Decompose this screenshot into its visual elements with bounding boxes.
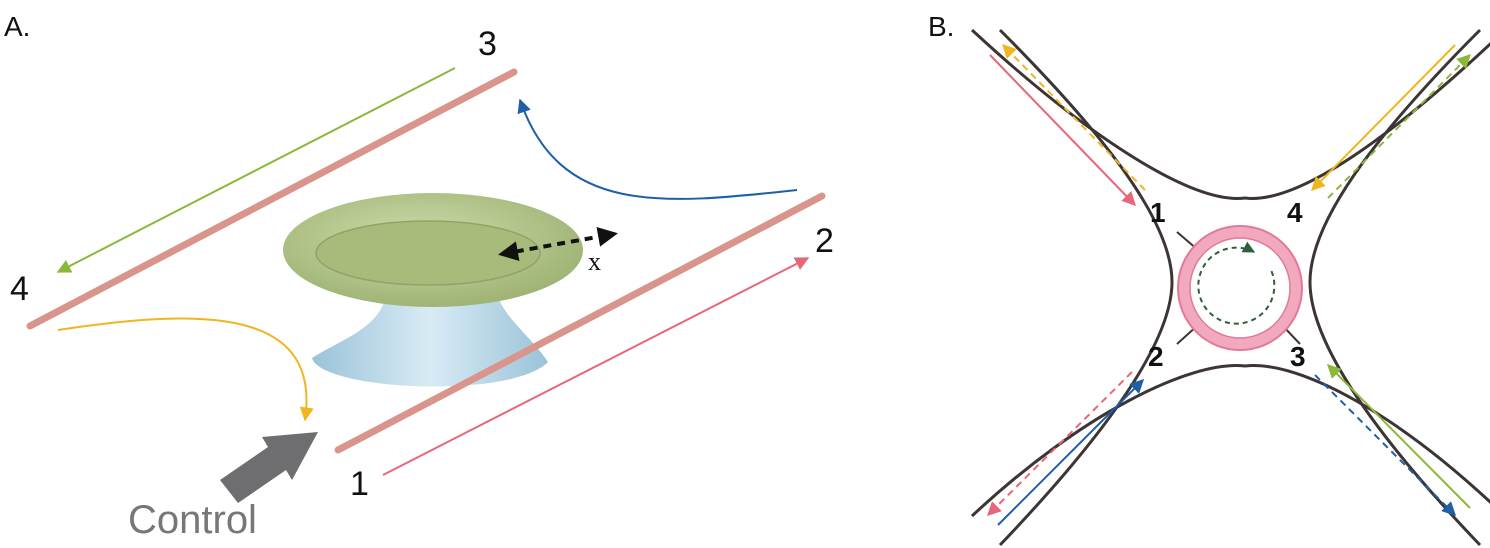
lower-waveguide-rail (334, 192, 826, 454)
ring-circulation-arrow (1197, 241, 1276, 325)
b-red-input-arrow (989, 54, 1136, 207)
blue-signal-arrow (517, 98, 798, 200)
b-yellow-input-arrow (1311, 44, 1456, 191)
displacement-x-arrow (498, 226, 618, 262)
b-green-input-arrow (1327, 364, 1471, 509)
panel-a-port-1: 1 (350, 465, 369, 503)
panel-a-port-2: 2 (815, 222, 834, 260)
b-green-output-arrow (1327, 54, 1471, 199)
panel-a-port-4: 4 (10, 270, 29, 308)
pedestal (312, 290, 548, 387)
waveguide-top-edge (970, 28, 1490, 200)
waveguide-right-edge (1308, 28, 1482, 547)
b-yellow-output-arrow (1002, 43, 1146, 191)
red-signal-arrow (382, 257, 810, 476)
panel-b-label: B. (928, 11, 954, 42)
panel-b: B. 1 4 2 3 (928, 11, 1490, 547)
yellow-signal-arrow (57, 317, 314, 422)
panel-a: A. x Control 3 4 2 1 (4, 11, 834, 542)
panel-b-port-4: 4 (1287, 197, 1303, 228)
ring-resonator-interior (1189, 237, 1291, 339)
panel-b-port-1: 1 (1150, 197, 1166, 228)
panel-a-label: A. (4, 11, 30, 42)
panel-b-port-2: 2 (1148, 341, 1164, 372)
upper-waveguide-rail (26, 68, 518, 330)
b-blue-output-arrow (1314, 374, 1456, 516)
control-label: Control (128, 498, 257, 542)
displacement-x-label: x (588, 247, 601, 276)
b-red-output-arrow (987, 371, 1133, 516)
waveguide-left-edge (998, 28, 1174, 547)
control-arrow-icon (220, 432, 318, 503)
green-signal-arrow (56, 67, 456, 273)
waveguide-bottom-edge (970, 364, 1490, 518)
b-blue-input-arrow (997, 379, 1144, 526)
panel-b-port-3: 3 (1290, 341, 1306, 372)
panel-a-port-3: 3 (478, 25, 497, 63)
